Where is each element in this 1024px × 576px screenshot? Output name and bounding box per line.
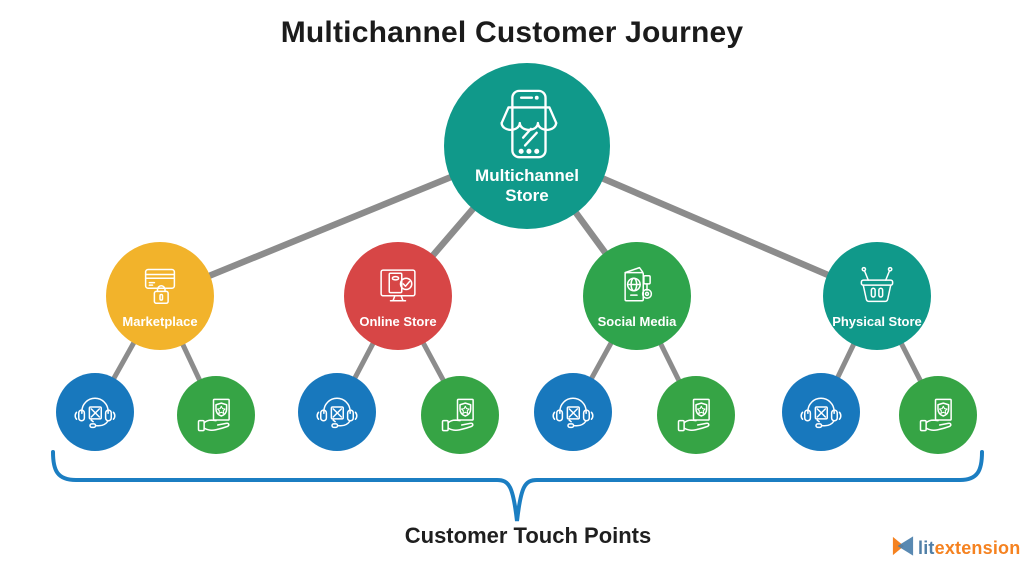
- touchpoint-loyalty-marketplace: [177, 376, 255, 454]
- node-label-social-media: Social Media: [597, 314, 677, 330]
- touchpoint-support-social-media: [534, 373, 612, 451]
- page-title: Multichannel Customer Journey: [280, 16, 744, 49]
- headset-message-icon: [312, 387, 362, 437]
- hand-reward-icon: [435, 390, 485, 440]
- touchpoint-support-physical-store: [782, 373, 860, 451]
- headset-message-icon: [70, 387, 120, 437]
- touchpoint-loyalty-physical-store: [899, 376, 977, 454]
- hand-reward-icon: [913, 390, 963, 440]
- hand-reward-icon: [671, 390, 721, 440]
- node-physical-store: Physical Store: [823, 242, 931, 350]
- headset-message-icon: [548, 387, 598, 437]
- node-label-marketplace: Marketplace: [122, 314, 198, 330]
- node-label-physical-store: Physical Store: [832, 314, 922, 330]
- monitor-shopping-bag-icon: [373, 262, 423, 312]
- node-online-store: Online Store: [344, 242, 452, 350]
- hand-reward-icon: [191, 390, 241, 440]
- node-social-media: Social Media: [583, 242, 691, 350]
- shopping-basket-icon: [852, 262, 902, 312]
- node-label-online-store: Online Store: [359, 314, 437, 330]
- litextension-mark-icon: [892, 535, 914, 562]
- litextension-logo: litextension: [892, 535, 1020, 562]
- headset-message-icon: [796, 387, 846, 437]
- litextension-wordmark: litextension: [918, 538, 1021, 558]
- touchpoint-support-online-store: [298, 373, 376, 451]
- touchpoint-loyalty-social-media: [657, 376, 735, 454]
- node-marketplace: Marketplace: [106, 242, 214, 350]
- credit-card-lock-icon: [135, 262, 185, 312]
- touchpoint-support-marketplace: [56, 373, 134, 451]
- passport-key-icon: [612, 262, 662, 312]
- touchpoint-loyalty-online-store: [421, 376, 499, 454]
- customer-touch-points-label: Customer Touch Points: [404, 523, 652, 548]
- storefront-phone-icon: [488, 86, 566, 164]
